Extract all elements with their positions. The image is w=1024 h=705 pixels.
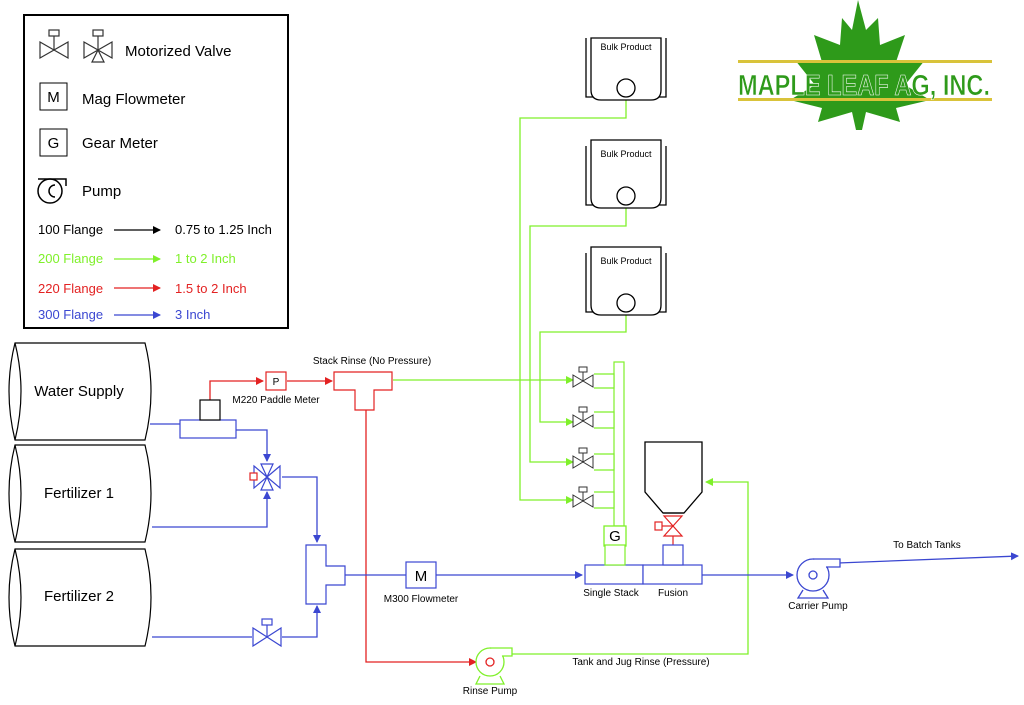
m300-symbol: M xyxy=(415,568,428,585)
single-stack-label: Single Stack xyxy=(583,588,640,599)
m300-flowmeter xyxy=(405,561,437,589)
flange-100-size: 0.75 to 1.25 Inch xyxy=(175,222,272,237)
bulk-product-label-1: Bulk Product xyxy=(600,42,652,52)
paddle-meter-label: M220 Paddle Meter xyxy=(232,395,320,406)
carrier-pump-label: Carrier Pump xyxy=(788,601,848,612)
fusion-valve-icon xyxy=(654,515,684,545)
rinse-pump-label: Rinse Pump xyxy=(463,686,518,697)
motorized-valve-3way-icon xyxy=(83,29,113,63)
paddle-meter-symbol: P xyxy=(273,377,280,388)
blue-pipes xyxy=(150,423,1019,638)
legend-pump-label: Pump xyxy=(82,183,121,200)
legend-gear-symbol: G xyxy=(48,135,60,152)
single-stack-manifold xyxy=(594,361,625,527)
logo-text: MAPLE LEAF AG, INC. xyxy=(738,70,990,102)
water-tee xyxy=(179,399,237,439)
to-batch-tanks-label: To Batch Tanks xyxy=(893,540,961,551)
flange-300-label: 300 Flange xyxy=(38,307,103,322)
red-pipes xyxy=(209,377,477,666)
flange-100-label: 100 Flange xyxy=(38,222,103,237)
mag-flowmeter-icon xyxy=(39,82,68,111)
carrier-pump-icon xyxy=(796,558,841,599)
motorized-valve-icon xyxy=(572,366,594,388)
bulk-product-label-2: Bulk Product xyxy=(600,149,652,159)
fertilizer-2-label: Fertilizer 2 xyxy=(44,588,114,605)
dispense-header xyxy=(584,544,703,585)
fertilizer-2-tank xyxy=(8,548,152,647)
flange-200-size: 1 to 2 Inch xyxy=(175,251,236,266)
paddle-meter xyxy=(265,371,287,391)
fertilizer-1-label: Fertilizer 1 xyxy=(44,485,114,502)
gear-meter-icon xyxy=(39,128,68,157)
company-logo: MAPLE LEAF AG, INC. xyxy=(738,0,992,130)
legend-mag-flowmeter-label: Mag Flowmeter xyxy=(82,91,185,108)
rinse-pump-icon xyxy=(474,647,513,685)
water-supply-label: Water Supply xyxy=(34,383,124,400)
three-way-valve-icon xyxy=(249,463,281,491)
flange-220-size: 1.5 to 2 Inch xyxy=(175,281,247,296)
motorized-valve-icon xyxy=(39,29,69,60)
manifold-valves xyxy=(572,366,594,508)
legend: Motorized Valve M Mag Flowmeter G Gear M… xyxy=(23,14,289,329)
bulk-product-tank-2 xyxy=(585,139,667,209)
flange-200-label: 200 Flange xyxy=(38,251,103,266)
flange-300-size: 3 Inch xyxy=(175,307,210,322)
flange-legend: 100 Flange 0.75 to 1.25 Inch 200 Flange … xyxy=(38,222,272,322)
fertilizer-1-tank xyxy=(8,444,152,543)
legend-mag-symbol: M xyxy=(47,89,60,106)
motorized-valve-icon xyxy=(572,486,594,508)
bulk-product-tank-3 xyxy=(585,246,667,316)
fertilizer-2-valve-icon xyxy=(252,618,282,648)
legend-frame xyxy=(23,14,289,329)
m300-label: M300 Flowmeter xyxy=(384,594,459,605)
legend-gear-meter-label: Gear Meter xyxy=(82,135,158,152)
tank-jug-rinse-label: Tank and Jug Rinse (Pressure) xyxy=(572,657,709,668)
logo-top-rule xyxy=(738,60,992,63)
logo-bottom-rule xyxy=(738,98,992,101)
legend-motorized-valve-label: Motorized Valve xyxy=(125,43,231,60)
bulk-product-label-3: Bulk Product xyxy=(600,256,652,266)
stack-rinse-label: Stack Rinse (No Pressure) xyxy=(313,356,431,367)
motorized-valve-icon xyxy=(572,406,594,428)
fusion-label: Fusion xyxy=(658,588,688,599)
green-pipes xyxy=(393,97,749,655)
pump-icon xyxy=(37,178,67,204)
gear-meter-symbol: G xyxy=(609,528,621,545)
flange-220-label: 220 Flange xyxy=(38,281,103,296)
mixing-tee xyxy=(305,544,346,605)
water-supply-tank xyxy=(8,342,152,441)
motorized-valve-icon xyxy=(572,447,594,469)
maple-leaf-icon xyxy=(790,0,930,130)
stack-rinse-tee xyxy=(333,371,393,411)
fusion-hopper xyxy=(644,441,703,514)
bulk-product-tank-1 xyxy=(585,37,667,101)
